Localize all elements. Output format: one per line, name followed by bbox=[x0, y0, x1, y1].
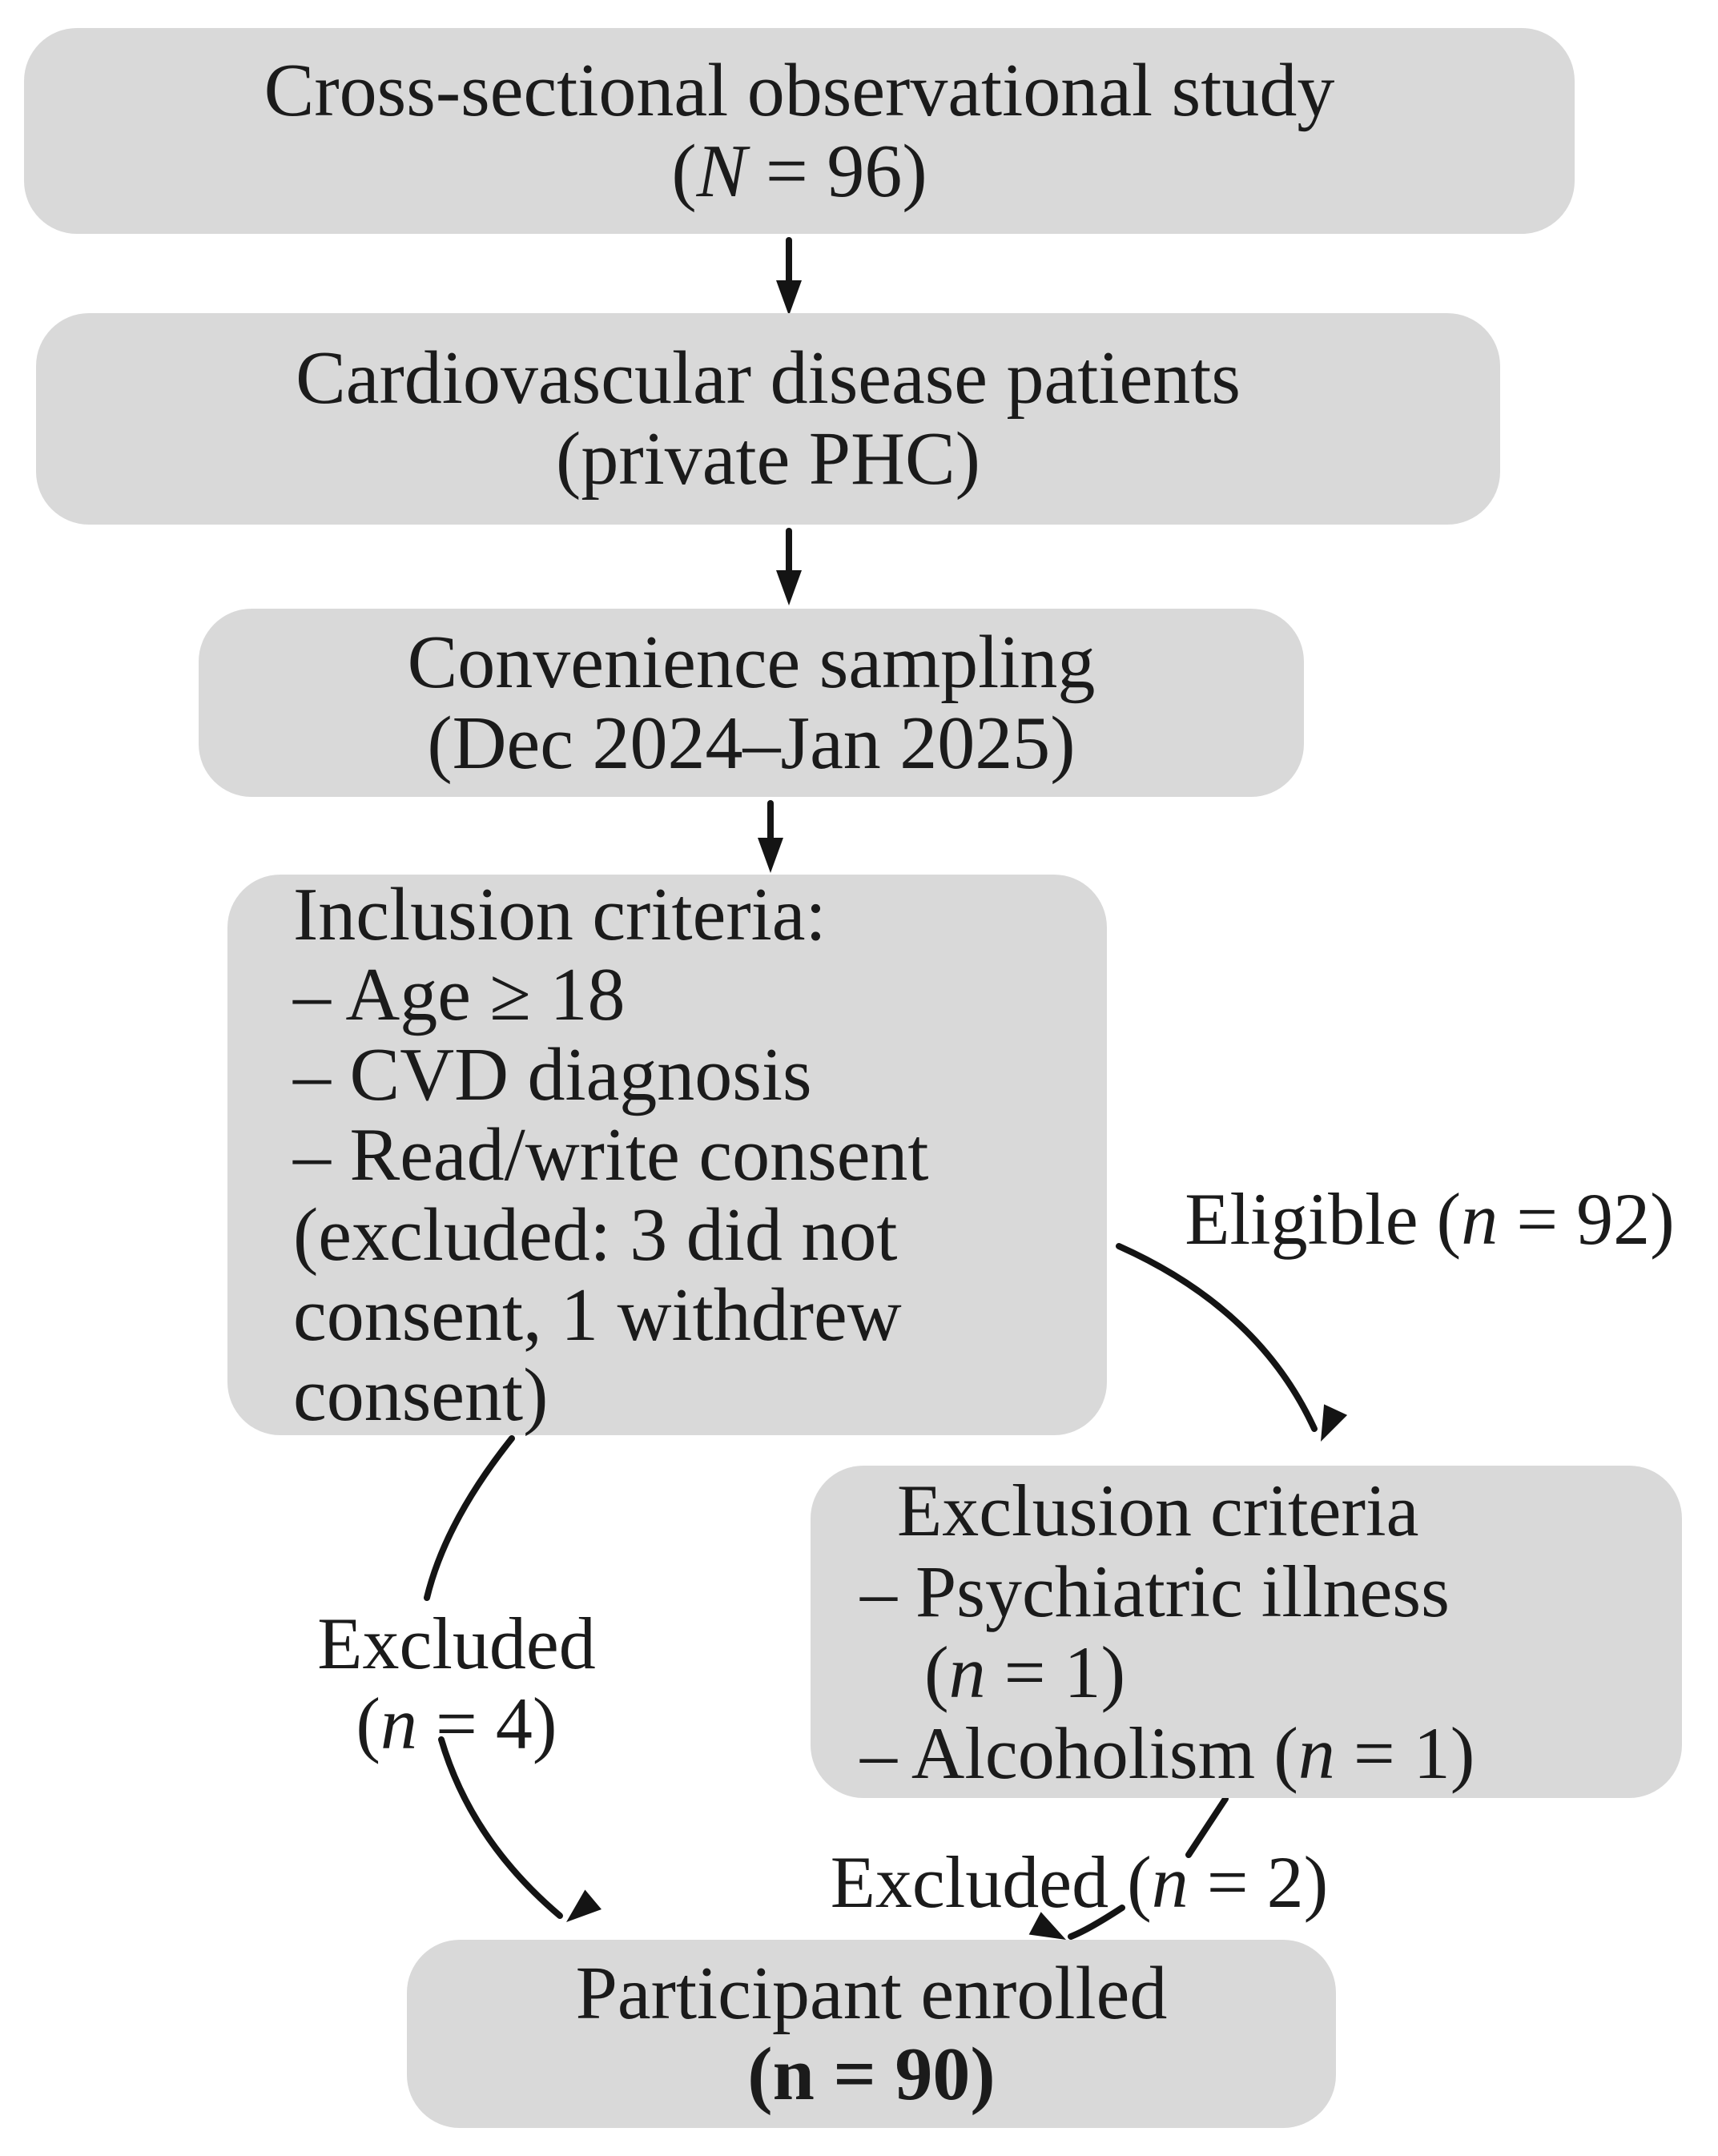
arrow-excluded-right-upper bbox=[1185, 1796, 1229, 1858]
node-sampling-line2: (Dec 2024–Jan 2025) bbox=[427, 701, 1076, 785]
inclusion-line-title: Inclusion criteria: bbox=[293, 873, 827, 956]
arrow-excluded-left-upper bbox=[424, 1435, 515, 1601]
exclusion-line-n1: (n = 1) bbox=[924, 1631, 1126, 1713]
exclusion-line-psychiatric: – Psychiatric illness bbox=[860, 1550, 1450, 1632]
node-study: Cross-sectional observational study (N =… bbox=[24, 28, 1575, 234]
node-sampling: Convenience sampling (Dec 2024–Jan 2025) bbox=[199, 609, 1304, 797]
inclusion-line-cvd: – CVD diagnosis bbox=[293, 1033, 812, 1116]
node-patients: Cardiovascular disease patients (private… bbox=[36, 313, 1500, 525]
inclusion-line-age: – Age ≥ 18 bbox=[293, 953, 626, 1036]
node-enrolled: Participant enrolled (n = 90) bbox=[407, 1940, 1336, 2128]
arrow-eligible-curve bbox=[1116, 1243, 1318, 1432]
node-study-line2: (N = 96) bbox=[671, 129, 927, 213]
inclusion-line-consent: – Read/write consent bbox=[293, 1113, 929, 1197]
arrowhead-sampling-to-inclusion bbox=[758, 838, 783, 873]
arrowhead-patients-to-sampling bbox=[776, 570, 802, 605]
arrowhead-eligible bbox=[1321, 1404, 1348, 1442]
label-eligible: Eligible (n = 92) bbox=[1185, 1178, 1675, 1260]
label-excluded-left-line1: Excluded bbox=[317, 1603, 596, 1684]
label-excluded-left-line2: (n = 4) bbox=[356, 1683, 557, 1764]
node-sampling-line1: Convenience sampling bbox=[407, 620, 1096, 704]
node-inclusion-criteria: Inclusion criteria: – Age ≥ 18 – CVD dia… bbox=[227, 875, 1107, 1435]
exclusion-line-alcoholism: – Alcoholism (n = 1) bbox=[860, 1712, 1475, 1794]
label-excluded-left: Excluded (n = 4) bbox=[268, 1603, 645, 1764]
inclusion-line-excluded3: consent) bbox=[293, 1354, 549, 1437]
exclusion-line-title: Exclusion criteria bbox=[897, 1469, 1419, 1551]
arrow-excluded-right-lower bbox=[1068, 1905, 1125, 1940]
node-exclusion-criteria: Exclusion criteria – Psychiatric illness… bbox=[811, 1466, 1682, 1798]
arrowhead-excluded-left bbox=[566, 1889, 602, 1922]
enrolled-line2: (n = 90) bbox=[747, 2032, 996, 2116]
node-study-line1: Cross-sectional observational study bbox=[264, 48, 1335, 132]
node-patients-line2: (private PHC) bbox=[556, 417, 980, 501]
inclusion-line-excluded1: (excluded: 3 did not bbox=[293, 1193, 898, 1277]
arrowhead-excluded-right bbox=[1028, 1912, 1066, 1940]
enrolled-line1: Participant enrolled bbox=[575, 1951, 1168, 2035]
arrowhead-study-to-patients bbox=[776, 280, 802, 316]
arrow-excluded-left-lower bbox=[438, 1736, 563, 1919]
node-patients-line1: Cardiovascular disease patients bbox=[296, 336, 1241, 420]
label-excluded-right: Excluded (n = 2) bbox=[830, 1841, 1329, 1923]
inclusion-line-excluded2: consent, 1 withdrew bbox=[293, 1273, 902, 1357]
